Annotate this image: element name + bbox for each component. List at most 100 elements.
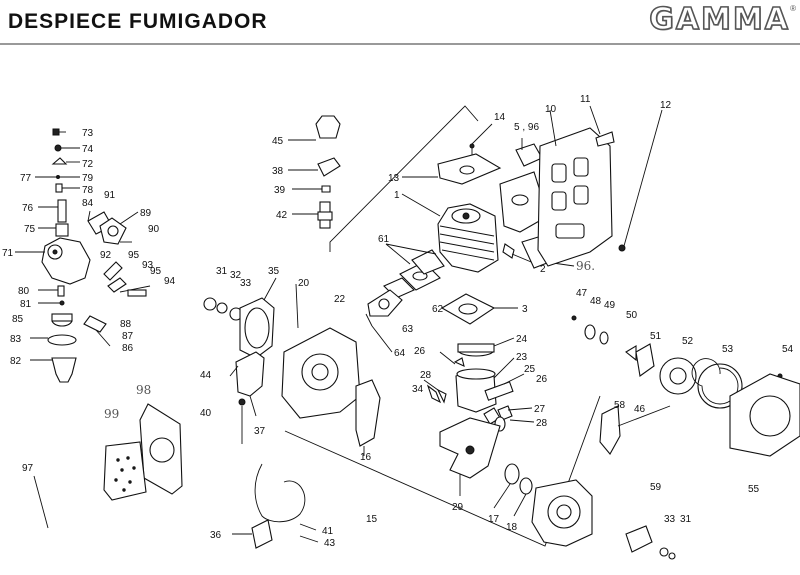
part-label-10: 10 — [545, 104, 557, 115]
part-label-26-b: 26 — [536, 374, 548, 385]
part-label-61: 61 — [378, 234, 390, 245]
part-label-96: 96. — [576, 259, 595, 273]
part-label-97: 97 — [22, 463, 34, 474]
part-label-79: 79 — [82, 173, 94, 184]
exploded-parts-diagram: 73 74 72 77 79 78 76 84 91 89 90 75 71 9… — [2, 94, 800, 560]
part-label-31: 31 — [216, 266, 228, 277]
part-label-95-b: 95 — [150, 266, 162, 277]
part-labels: 73 74 72 77 79 78 76 84 91 89 90 75 71 9… — [2, 94, 794, 549]
part-label-89: 89 — [140, 208, 152, 219]
starter-group — [571, 315, 800, 560]
piston-group — [423, 337, 535, 517]
part-label-27: 27 — [534, 404, 546, 415]
part-label-85: 85 — [12, 314, 24, 325]
brand-logo: GAMMA — [648, 1, 790, 38]
part-label-90: 90 — [148, 224, 160, 235]
cylinder — [437, 203, 499, 273]
part-label-46: 46 — [634, 404, 646, 415]
part-label-74: 74 — [82, 144, 94, 155]
ignition-group — [288, 115, 341, 229]
carburetor-group — [15, 128, 151, 383]
part-label-75: 75 — [24, 224, 36, 235]
cylinder-group — [365, 105, 663, 353]
part-label-36: 36 — [210, 530, 222, 541]
part-label-84: 84 — [82, 198, 94, 209]
header-divider — [0, 43, 800, 45]
part-label-1: 1 — [394, 190, 400, 201]
part-label-81: 81 — [20, 299, 32, 310]
page-title: DESPIECE FUMIGADOR — [8, 10, 268, 33]
group-boundary-top — [329, 105, 479, 252]
carb-bowl — [51, 357, 77, 383]
part-label-52: 52 — [682, 336, 694, 347]
part-label-44: 44 — [200, 370, 212, 381]
part-label-87: 87 — [122, 331, 134, 342]
part-label-14: 14 — [494, 112, 506, 123]
carburetor-body — [41, 237, 91, 285]
part-label-34: 34 — [412, 384, 424, 395]
part-label-53: 53 — [722, 344, 734, 355]
part-label-99: 99 — [104, 407, 119, 421]
part-label-17: 17 — [488, 514, 500, 525]
pawl — [635, 343, 655, 377]
part-label-37: 37 — [254, 426, 266, 437]
part-label-12: 12 — [660, 100, 672, 111]
part-label-83: 83 — [10, 334, 22, 345]
part-label-77: 77 — [20, 173, 32, 184]
air-filter — [103, 441, 147, 501]
part-label-41: 41 — [322, 526, 334, 537]
part-label-94: 94 — [164, 276, 176, 287]
part-label-15: 15 — [366, 514, 378, 525]
part-label-64: 64 — [394, 348, 406, 359]
part-label-5-96: 5 , 96 — [514, 122, 539, 133]
part-label-25: 25 — [524, 364, 536, 375]
part-label-28-b: 28 — [536, 418, 548, 429]
part-label-22: 22 — [334, 294, 346, 305]
registered-mark: ® — [790, 4, 796, 13]
part-label-62: 62 — [432, 304, 444, 315]
group-boundary-crankcase — [284, 395, 601, 547]
part-label-48: 48 — [590, 296, 602, 307]
part-label-63: 63 — [402, 324, 414, 335]
part-label-76: 76 — [22, 203, 34, 214]
part-label-35: 35 — [268, 266, 280, 277]
part-label-59: 59 — [650, 482, 662, 493]
part-label-82: 82 — [10, 356, 22, 367]
part-label-18: 18 — [506, 522, 518, 533]
part-label-55: 55 — [748, 484, 760, 495]
part-label-58: 58 — [614, 400, 626, 411]
part-label-38: 38 — [272, 166, 284, 177]
part-label-54: 54 — [782, 344, 794, 355]
part-label-98: 98 — [136, 383, 151, 397]
part-label-33-b: 33 — [664, 514, 676, 525]
part-label-33: 33 — [240, 278, 252, 289]
part-label-24: 24 — [516, 334, 528, 345]
part-label-40: 40 — [200, 408, 212, 419]
part-label-3: 3 — [522, 304, 528, 315]
part-label-31-b: 31 — [680, 514, 692, 525]
part-label-78: 78 — [82, 185, 94, 196]
part-label-80: 80 — [18, 286, 30, 297]
part-label-20: 20 — [298, 278, 310, 289]
part-label-11: 11 — [580, 94, 591, 105]
ignition-coil — [235, 351, 265, 397]
part-label-50: 50 — [626, 310, 638, 321]
part-label-88: 88 — [120, 319, 132, 330]
part-label-47: 47 — [576, 288, 588, 299]
part-label-32: 32 — [230, 270, 242, 281]
part-label-95-a: 95 — [128, 250, 140, 261]
switch-body — [251, 519, 273, 549]
part-label-45: 45 — [272, 136, 284, 147]
spark-plug-cap — [315, 115, 341, 139]
part-label-72: 72 — [82, 159, 94, 170]
page-header: DESPIECE FUMIGADOR GAMMA ® — [0, 0, 800, 46]
part-label-39: 39 — [274, 185, 286, 196]
part-label-13: 13 — [388, 173, 400, 184]
part-label-28-a: 28 — [420, 370, 432, 381]
part-label-43: 43 — [324, 538, 336, 549]
carb-needle — [57, 199, 67, 223]
part-label-92: 92 — [100, 250, 112, 261]
part-label-16: 16 — [360, 452, 372, 463]
part-label-2: 2 — [540, 264, 546, 275]
wiring-group — [232, 463, 319, 549]
